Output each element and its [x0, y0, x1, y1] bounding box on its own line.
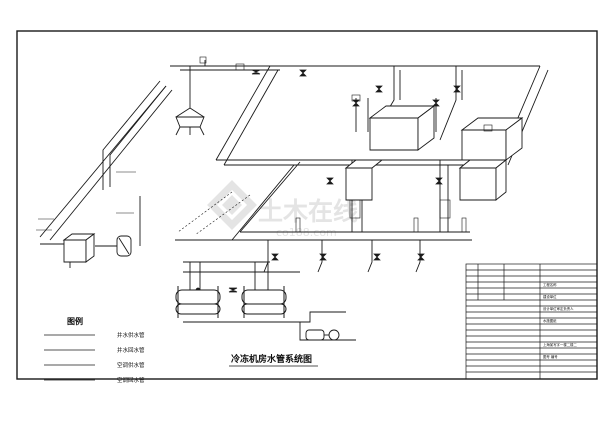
pipe-pump-drop-3	[367, 240, 373, 273]
title-block-row: 工程名称	[543, 282, 557, 287]
ahu-unit-3	[458, 159, 508, 201]
pipe-to-softener	[299, 322, 356, 341]
valve-icon	[453, 85, 461, 93]
valve-icon	[373, 253, 381, 261]
left-pump	[116, 235, 132, 257]
valve-icon	[326, 177, 334, 185]
pipe-left-riser-outer	[102, 80, 161, 190]
pipe-pump-drop-1	[263, 240, 269, 273]
legend-item: 井水供水管	[44, 331, 145, 339]
title-block-text: 工程名称 建设单位 设计单位审定负责人 水施图纸 上海某写字一楼二楼二 图号 编…	[543, 282, 578, 359]
pipe-loop-top-diagonal	[215, 65, 271, 161]
valve-icon	[435, 177, 443, 185]
valve-icon	[319, 253, 327, 261]
title-block	[465, 263, 598, 380]
pipe-from-softener	[270, 311, 346, 323]
annotation-tags	[36, 171, 136, 231]
diagram-title-group: 冷冻机房水管系统图	[229, 353, 318, 367]
valve-icon	[271, 253, 279, 261]
legend-item-label: 空调供水管	[117, 361, 145, 369]
ahu-unit-2	[460, 117, 524, 161]
watermark: 土木在线 co188.com	[207, 180, 358, 239]
legend-item: 空调供水管	[44, 361, 145, 369]
valve-icon	[228, 287, 238, 293]
pipe-pump-drop-4	[415, 240, 421, 273]
legend: 图例 井水供水管 井水回水管 空调供水管 空调回水管	[44, 316, 145, 384]
pipe-pump-drop-2	[317, 240, 323, 273]
valve-icon	[417, 253, 425, 261]
air-handling-units	[344, 105, 524, 201]
watermark-logo-icon	[207, 180, 257, 230]
valve-icon	[299, 69, 307, 77]
drawing-border	[16, 30, 598, 380]
valve-icon	[375, 85, 383, 93]
pipe-left-long-diagonal	[39, 85, 167, 238]
legend-item: 井水回水管	[44, 346, 145, 354]
watermark-text: 土木在线	[258, 197, 358, 226]
legend-item-label: 空调回水管	[117, 376, 145, 384]
equipment-tags	[199, 56, 493, 233]
pipe-loop-top-diagonal-2	[223, 69, 279, 166]
cooling-tower	[175, 107, 205, 136]
valve-icon	[352, 99, 360, 107]
ahu-unit-4	[344, 159, 384, 201]
valve-icon	[251, 69, 261, 75]
title-block-row: 图号 编号	[543, 354, 558, 359]
legend-heading: 图例	[67, 316, 83, 326]
legend-item-label: 井水回水管	[117, 346, 145, 354]
title-block-row: 建设单位	[543, 294, 557, 299]
diagram-title: 冷冻机房水管系统图	[231, 353, 312, 365]
chiller-1	[175, 286, 221, 318]
title-block-row: 设计单位审定负责人	[543, 306, 574, 311]
pipe-branch-2	[439, 66, 457, 141]
pipe-mid-header-diagonal-2	[231, 164, 295, 241]
pipe-mid-header-diagonal	[239, 161, 301, 233]
valve-icon	[432, 99, 440, 107]
water-softener	[305, 329, 340, 341]
title-block-row: 上海某写字一楼二楼二	[543, 342, 578, 347]
ahu-unit-1	[368, 105, 436, 151]
pipe-left-long-diagonal-2	[49, 89, 173, 241]
legend-item-label: 井水供水管	[117, 331, 145, 339]
dashed-loop	[177, 191, 251, 236]
title-block-row: 水施图纸	[543, 318, 557, 323]
chillers	[175, 286, 287, 318]
watermark-subtext: co188.com	[276, 226, 337, 239]
expansion-tank	[62, 233, 96, 268]
chiller-2	[241, 286, 287, 318]
legend-item: 空调回水管	[44, 376, 145, 384]
